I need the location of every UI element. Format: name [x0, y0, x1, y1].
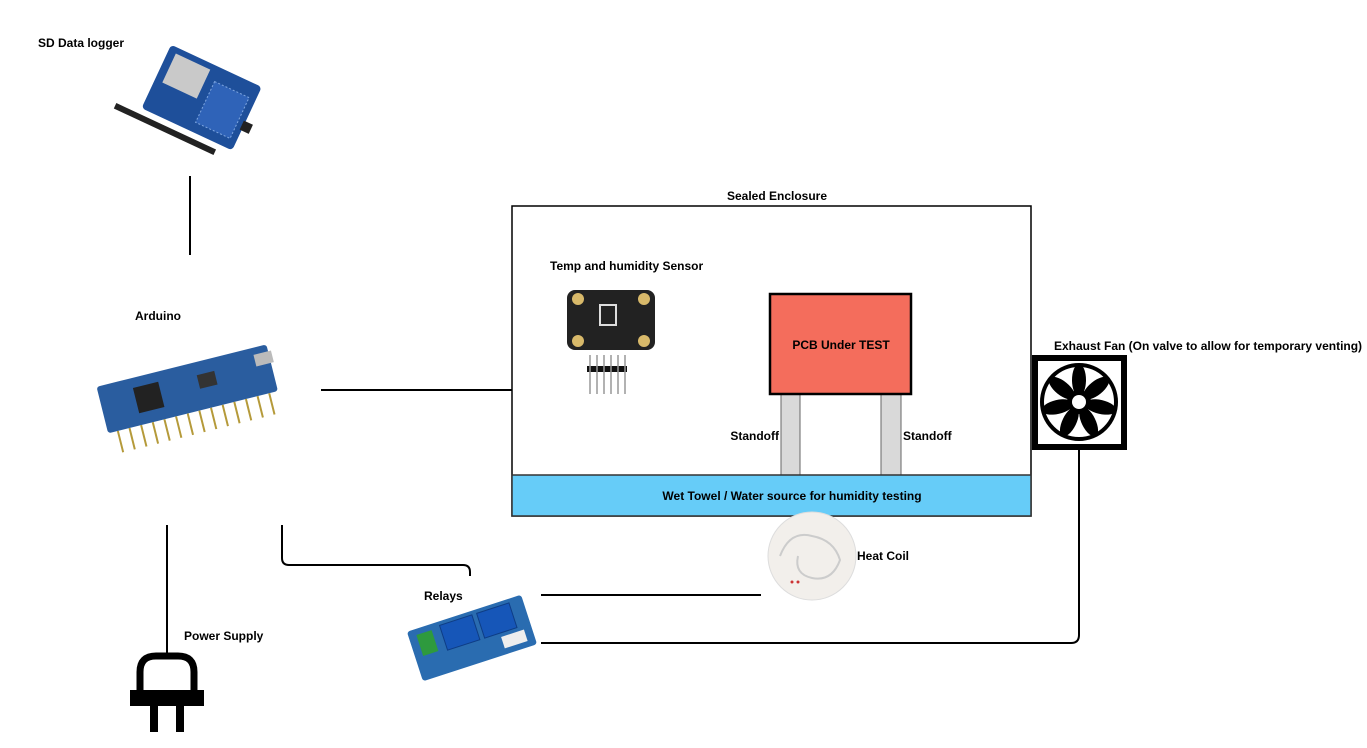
- arduino-label: Arduino: [135, 309, 181, 323]
- standoff-right: [880, 393, 902, 476]
- sd-logger-label: SD Data logger: [38, 36, 124, 50]
- relay-module-image: [407, 595, 537, 681]
- connector-relays-fan: [541, 450, 1080, 644]
- water-label: Wet Towel / Water source for humidity te…: [662, 489, 921, 503]
- sht40-sensor-image: [567, 290, 655, 394]
- standoff-left-label: Standoff: [730, 429, 780, 443]
- heat-coil-image: [767, 511, 857, 601]
- sd-logger-image: [113, 46, 261, 155]
- connector-arduino-relays: [281, 525, 471, 576]
- pcb-under-test: [768, 292, 913, 396]
- standoff-left: [780, 393, 801, 476]
- power-plug-icon: [130, 652, 204, 732]
- relays-label: Relays: [424, 589, 463, 603]
- pcb-label: PCB Under TEST: [792, 338, 890, 352]
- sensor-label: Temp and humidity Sensor: [550, 259, 703, 273]
- water-source: [511, 474, 1032, 517]
- heat-coil-label: Heat Coil: [857, 549, 909, 563]
- enclosure-label: Sealed Enclosure: [727, 189, 827, 203]
- power-label: Power Supply: [184, 629, 264, 643]
- standoff-right-label: Standoff: [903, 429, 953, 443]
- arduino-image: [97, 345, 278, 453]
- connectors: [166, 176, 1080, 655]
- fan-label: Exhaust Fan (On valve to allow for tempo…: [1054, 339, 1362, 353]
- exhaust-fan-icon: [1032, 355, 1127, 450]
